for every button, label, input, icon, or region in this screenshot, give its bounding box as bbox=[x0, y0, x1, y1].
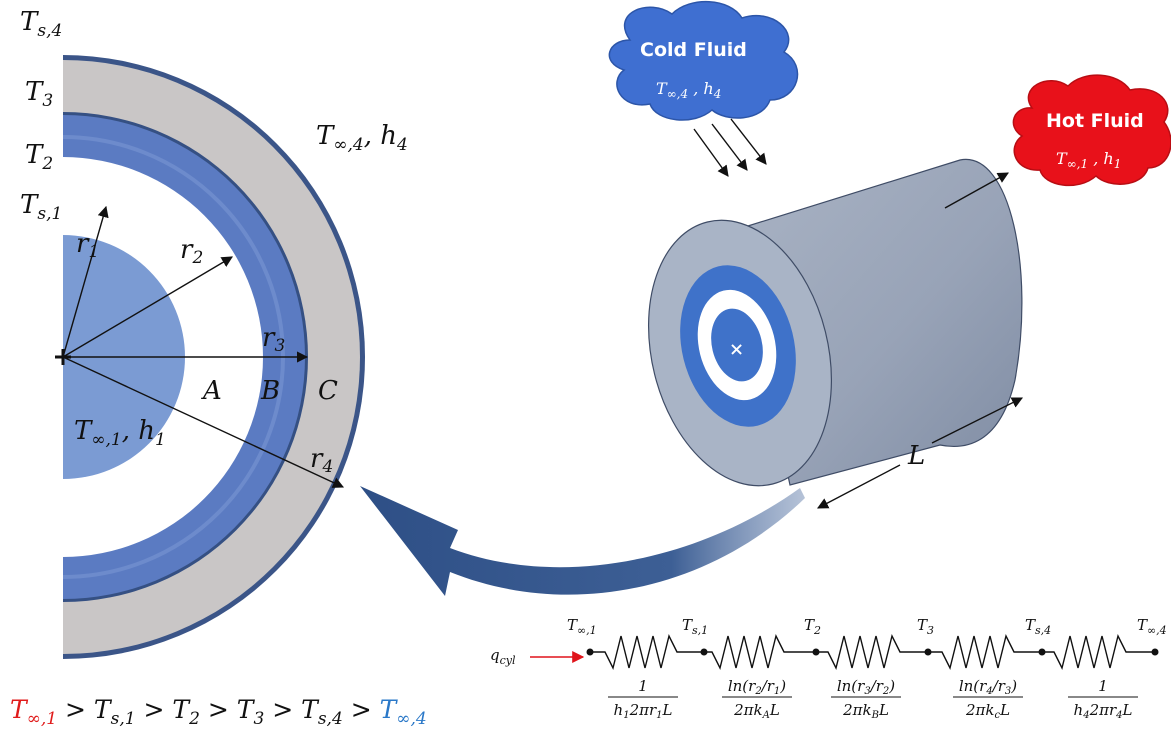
hot-fluid-subtitle: T∞,1 , h1 bbox=[1056, 149, 1121, 171]
resistor-2 bbox=[704, 633, 816, 671]
cold-fluid-title: Cold Fluid bbox=[640, 39, 747, 61]
resistor-chain bbox=[590, 633, 1155, 671]
node-label-tinf4: T∞,4 bbox=[1137, 616, 1167, 637]
resistance-5: 1 h42πr4L bbox=[1068, 677, 1138, 721]
resistance-4-den: 2πkcL bbox=[965, 701, 1010, 721]
r2-arrow bbox=[62, 256, 233, 358]
radius-arrows bbox=[62, 205, 345, 488]
resistance-2: ln(r2/r1) 2πkAL bbox=[722, 677, 792, 721]
r4-arrow bbox=[62, 356, 345, 488]
inequality-tinf4: T bbox=[380, 695, 399, 724]
cold-fluid-cloud: Cold Fluid T∞,4 , h4 bbox=[608, 1, 799, 121]
resistor-1 bbox=[590, 633, 704, 671]
cylinder-center-icon: × bbox=[729, 339, 744, 360]
resistance-4: ln(r4/r3) 2πkcL bbox=[953, 677, 1023, 721]
resistance-3: ln(r3/r2) 2πkBL bbox=[831, 677, 901, 721]
layer-a-label: A bbox=[201, 376, 222, 406]
ts4-label: Ts,4 bbox=[20, 7, 62, 41]
node-label-t2: T2 bbox=[804, 616, 821, 637]
hot-flow-arrow bbox=[944, 172, 1009, 209]
thermal-circuit: qcyl T∞,1 Ts,1 T2 T3 Ts,4 T∞,4 1 h12πr1 bbox=[490, 616, 1167, 721]
temperature-inequality: T∞,1 > Ts,1 > T2 > T3 > Ts,4 > T∞,4 bbox=[10, 695, 427, 729]
hot-fluid-title: Hot Fluid bbox=[1046, 110, 1144, 132]
circuit-nodes bbox=[586, 648, 1159, 656]
node-label-tinf1: T∞,1 bbox=[567, 616, 597, 637]
cold-flow-arrows bbox=[693, 118, 767, 177]
cold-fluid-subtitle: T∞,4 , h4 bbox=[656, 79, 721, 101]
resistance-2-num: ln(r2/r1) bbox=[728, 677, 786, 697]
curved-arrow bbox=[360, 486, 805, 596]
layer-c-label: C bbox=[318, 376, 338, 406]
resistor-4 bbox=[928, 633, 1042, 671]
inner-fluid-label: T∞,1, h1 bbox=[74, 416, 166, 450]
t2-label: T2 bbox=[25, 140, 53, 174]
resistor-3 bbox=[816, 633, 928, 671]
node-label-t3: T3 bbox=[917, 616, 934, 637]
center-cross-icon bbox=[55, 349, 71, 365]
t3-label: T3 bbox=[25, 77, 53, 111]
cylinder: × bbox=[647, 158, 1023, 487]
resistance-3-den: 2πkBL bbox=[842, 701, 889, 721]
resistance-3-num: ln(r3/r2) bbox=[837, 677, 895, 697]
node-label-ts1: Ts,1 bbox=[682, 616, 708, 637]
resistance-5-den: h42πr4L bbox=[1074, 701, 1133, 721]
heat-flow-label: qcyl bbox=[490, 646, 516, 667]
resistance-1: 1 h12πr1L bbox=[608, 677, 678, 721]
outer-fluid-label: T∞,4, h4 bbox=[316, 121, 408, 155]
hot-fluid-cloud: Hot Fluid T∞,1 , h1 bbox=[1012, 74, 1171, 187]
resistance-1-num: 1 bbox=[638, 677, 648, 695]
resistor-5 bbox=[1042, 633, 1155, 671]
node-label-ts4: Ts,4 bbox=[1025, 616, 1051, 637]
r1-arrow bbox=[62, 205, 109, 358]
resistance-4-num: ln(r4/r3) bbox=[959, 677, 1017, 697]
ts1-label: Ts,1 bbox=[20, 190, 62, 224]
resistance-1-den: h12πr1L bbox=[614, 701, 673, 721]
resistance-5-num: 1 bbox=[1098, 677, 1108, 695]
inequality-tinf1: T bbox=[10, 695, 29, 724]
length-indicator bbox=[817, 397, 1024, 509]
length-label: L bbox=[907, 441, 925, 471]
layer-b-label: B bbox=[260, 376, 280, 406]
resistance-2-den: 2πkAL bbox=[733, 701, 780, 721]
cylinder-face-core bbox=[711, 308, 763, 382]
